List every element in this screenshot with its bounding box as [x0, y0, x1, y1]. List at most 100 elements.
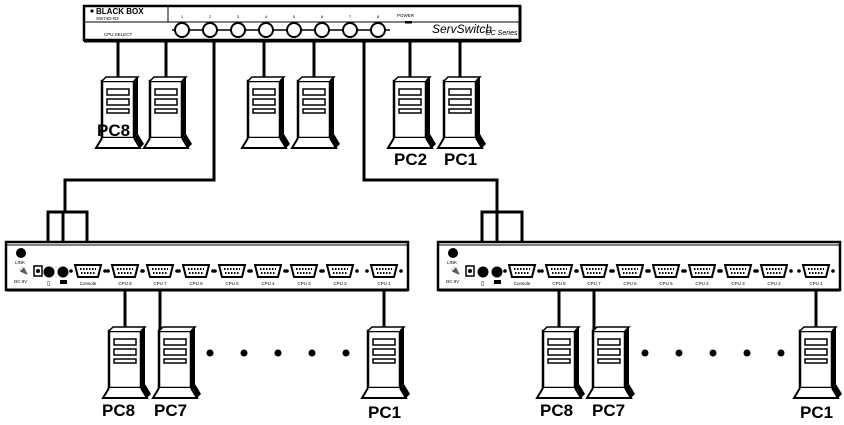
brand-text: BLACK BOX — [96, 7, 144, 16]
port-button-3[interactable]: 3 — [230, 14, 246, 38]
left-pc8-label: PC8 — [102, 401, 135, 420]
link-label: LINK — [15, 260, 25, 265]
svg-text:CPU 2: CPU 2 — [767, 281, 781, 286]
cpu-port-6: CPU 6 — [610, 264, 650, 286]
master-pc-4 — [240, 75, 292, 150]
master-port-buttons: 1 2 3 4 5 6 7 8 — [172, 14, 390, 38]
mouse-port — [43, 266, 55, 278]
svg-text:CPU 5: CPU 5 — [225, 281, 239, 286]
port-number-6: 6 — [321, 14, 324, 19]
svg-text:CPU 1: CPU 1 — [377, 281, 391, 286]
left-pc-8 — [101, 325, 153, 400]
master-switch: BLACK BOX SW74D-R2 CPU SELECT POWER 1 2 … — [82, 4, 522, 43]
cpu-port-1: CPU 1 — [364, 264, 404, 286]
right-pc8-label: PC8 — [540, 401, 573, 420]
master-pc-3 — [290, 75, 342, 150]
svg-text:CPU 4: CPU 4 — [261, 281, 275, 286]
power-plug-icon: 🔌 — [450, 265, 460, 275]
link-label: LINK — [447, 260, 457, 265]
left-slave-switch: LINK 🔌 DC 9V ▯ Console CPU 8 CPU 7 CPU 6… — [4, 240, 410, 292]
right-pc-8 — [535, 325, 587, 400]
console-label: Console — [514, 281, 531, 286]
port-number-8: 8 — [377, 14, 380, 19]
port-button-2[interactable]: 2 — [202, 14, 218, 38]
port-button-1[interactable]: 1 — [174, 14, 190, 38]
cpu-port-2: CPU 2 — [754, 264, 794, 286]
master-pc1-label: PC1 — [444, 150, 477, 169]
svg-text:CPU 3: CPU 3 — [297, 281, 311, 286]
svg-text:CPU 1: CPU 1 — [809, 281, 823, 286]
svg-text:CPU 8: CPU 8 — [118, 281, 132, 286]
svg-text:CPU 4: CPU 4 — [695, 281, 709, 286]
cpu-port-7: CPU 7 — [574, 264, 614, 286]
mouse-port — [477, 266, 489, 278]
port-button-6[interactable]: 6 — [314, 14, 330, 38]
link-led — [448, 248, 458, 258]
keyboard-icon — [60, 280, 67, 284]
svg-text:CPU 6: CPU 6 — [189, 281, 203, 286]
right-slave-switch: LINK 🔌 DC 9V ▯ Console CPU 8 CPU 7 CPU 6… — [436, 240, 842, 292]
mouse-icon: ▯ — [47, 281, 50, 287]
mouse-icon: ▯ — [481, 281, 484, 287]
cpu-port-5: CPU 5 — [646, 264, 686, 286]
cpu-port-5: CPU 5 — [212, 264, 252, 286]
right-pc1-label: PC1 — [800, 403, 833, 420]
series-suffix-text: EC Series — [486, 30, 518, 37]
port-button-5[interactable]: 5 — [286, 14, 302, 38]
model-text: SW74D-R2 — [96, 16, 119, 21]
cpu-port-4: CPU 4 — [248, 264, 288, 286]
dc-label: DC 9V — [14, 279, 27, 284]
right-pc-1 — [792, 325, 844, 400]
svg-text:CPU 2: CPU 2 — [333, 281, 347, 286]
svg-text:CPU 6: CPU 6 — [623, 281, 637, 286]
right-pc7-label: PC7 — [592, 401, 625, 420]
keyboard-port — [57, 266, 69, 278]
link-led — [16, 248, 26, 258]
right-ellipsis-dots — [641, 349, 785, 357]
cpu-select-label: CPU SELECT — [104, 32, 133, 37]
cpu-port-7: CPU 7 — [140, 264, 180, 286]
series-name-text: ServSwitch — [432, 22, 492, 36]
cpu-port-3: CPU 3 — [284, 264, 324, 286]
right-pc-7 — [585, 325, 637, 400]
master-pc2-label: PC2 — [394, 150, 427, 169]
left-pc1-label: PC1 — [368, 403, 401, 420]
master-pc-2 — [386, 75, 438, 150]
svg-text:CPU 5: CPU 5 — [659, 281, 673, 286]
master-pc-cables — [116, 41, 462, 80]
power-led — [405, 21, 412, 24]
svg-text:CPU 8: CPU 8 — [552, 281, 566, 286]
left-pc7-label: PC7 — [154, 401, 187, 420]
cpu-port-1: CPU 1 — [796, 264, 836, 286]
black-box-logo: BLACK BOX SW74D-R2 — [90, 7, 144, 21]
port-button-8[interactable]: 8 — [370, 14, 386, 38]
left-pc-7 — [151, 325, 203, 400]
master-pc8-label: PC8 — [97, 121, 130, 140]
port-number-2: 2 — [209, 14, 212, 19]
port-number-3: 3 — [237, 14, 240, 19]
svg-text:CPU 3: CPU 3 — [731, 281, 745, 286]
svg-text:CPU 7: CPU 7 — [153, 281, 167, 286]
left-ellipsis-dots — [206, 349, 350, 357]
port-number-7: 7 — [349, 14, 352, 19]
servswitch-logo: ServSwitch EC Series — [432, 22, 518, 37]
right-slave-pc-cables — [557, 290, 818, 330]
cpu-port-8: CPU 8 — [539, 264, 579, 286]
port-number-4: 4 — [265, 14, 268, 19]
port-button-7[interactable]: 7 — [342, 14, 358, 38]
cpu-port-6: CPU 6 — [176, 264, 216, 286]
cpu-port-3: CPU 3 — [718, 264, 758, 286]
cpu-port-8: CPU 8 — [105, 264, 145, 286]
cpu-port-2: CPU 2 — [320, 264, 360, 286]
master-pc-1 — [436, 75, 488, 150]
left-pc-1 — [360, 325, 412, 400]
port-number-1: 1 — [181, 14, 184, 19]
dc-label: DC 9V — [446, 279, 459, 284]
power-plug-icon: 🔌 — [18, 265, 28, 275]
port-button-4[interactable]: 4 — [258, 14, 274, 38]
cpu-port-4: CPU 4 — [682, 264, 722, 286]
left-slave-pc-cables — [123, 290, 386, 330]
keyboard-port — [491, 266, 503, 278]
